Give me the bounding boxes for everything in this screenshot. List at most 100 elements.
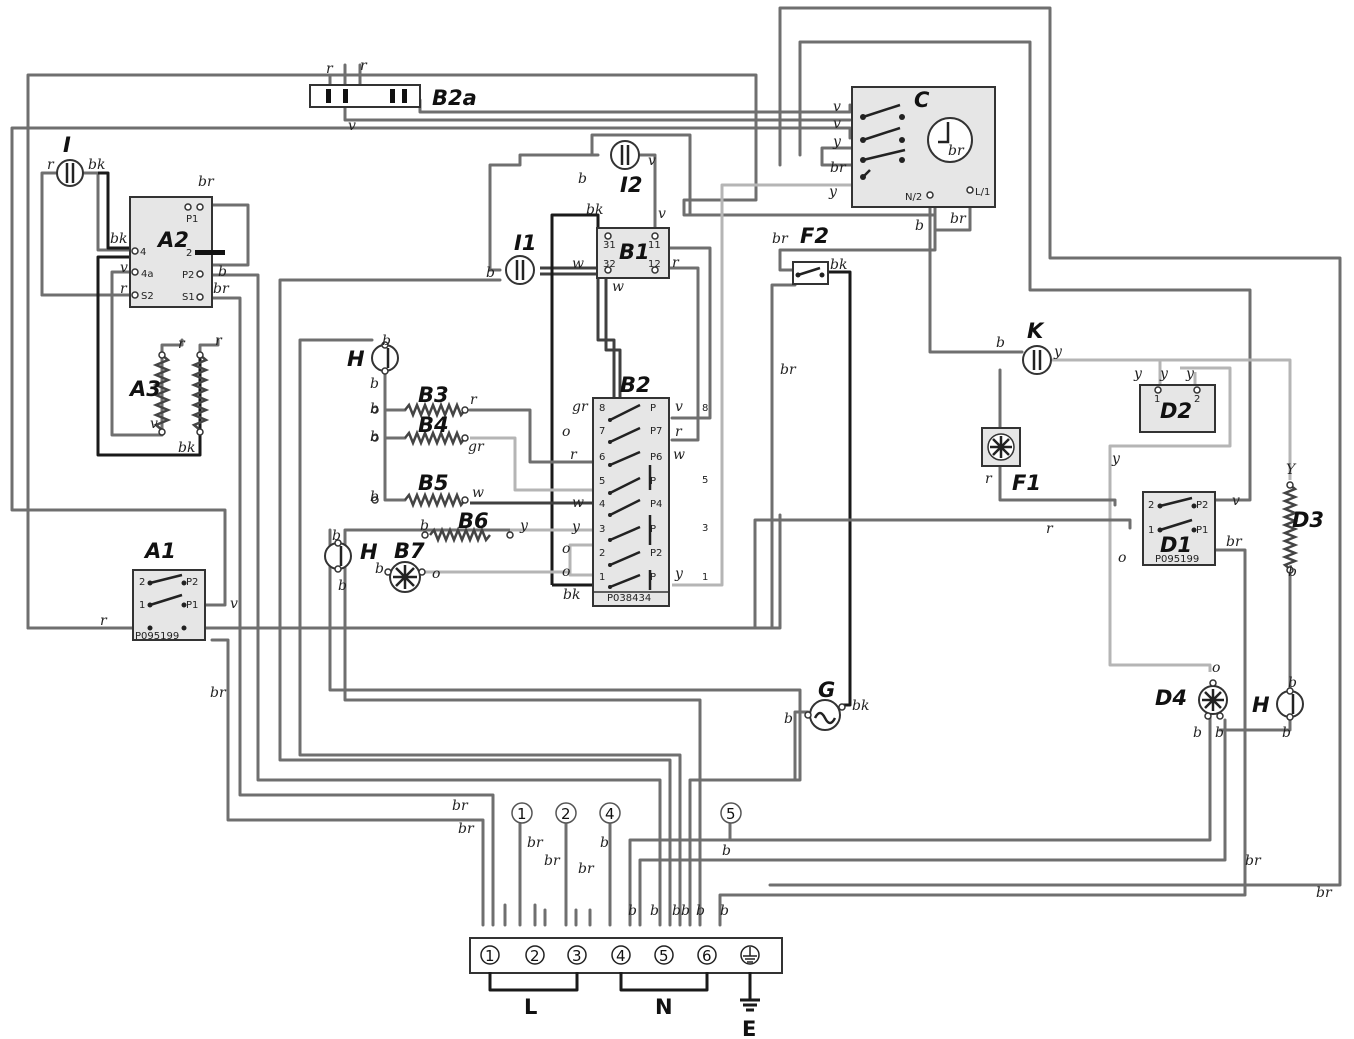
wire-label: gr [572, 399, 589, 415]
wire-label: br [213, 281, 230, 297]
terminal-block: 1 2 3 4 5 6 L N E [469, 937, 783, 1039]
a1-model: P095199 [135, 631, 179, 642]
wire-label: o [1212, 660, 1220, 676]
wire-label: b [628, 903, 637, 919]
d1-pin-p2: P2 [1196, 500, 1208, 511]
component-i: I [56, 133, 84, 187]
label-k: K [1027, 319, 1045, 343]
wire-label: br [198, 174, 215, 190]
wire-label: y [674, 566, 684, 582]
a2-pin-2: 2 [186, 248, 192, 259]
wire-label-c-br: br [948, 143, 965, 159]
d1-model: P095199 [1155, 554, 1199, 565]
d1-pin-2: 2 [1148, 500, 1154, 511]
wire-label: bb [672, 903, 690, 919]
wire-label: b [486, 265, 495, 281]
callouts: 1 2 4 5 [511, 802, 742, 824]
terminal-2: 2 [525, 945, 545, 965]
component-h-right: H [1252, 687, 1304, 721]
label-f1: F1 [1012, 471, 1041, 495]
b2-pin-6: 6 [599, 452, 605, 463]
svg-text:4: 4 [616, 947, 626, 965]
b2-pin-3: 3 [599, 524, 605, 535]
b2-pin-8: 8 [599, 403, 605, 414]
label-b4: B4 [418, 413, 449, 437]
b2-pin-p2: P2 [650, 548, 662, 559]
wire-label: y [1185, 366, 1195, 382]
c-pin-n2: N/2 [905, 192, 922, 203]
wire-label: o [562, 564, 570, 580]
wire-label: v [833, 99, 841, 115]
wire-label: r [672, 255, 680, 271]
label-d4: D4 [1155, 686, 1187, 710]
component-b3: B3 [371, 383, 469, 419]
b1-pin-31: 31 [603, 240, 616, 251]
wire-label: r [360, 58, 368, 74]
component-i2: I2 [610, 140, 642, 197]
wire-label: b [915, 218, 924, 234]
wire-label: r [675, 424, 683, 440]
b1-pin-12: 12 [648, 259, 661, 270]
wire-label: b [650, 903, 659, 919]
wire-label: b [338, 578, 347, 594]
wire-label: gr [468, 439, 485, 455]
wire-label: r [985, 471, 993, 487]
b2-ext-5: 5 [702, 475, 708, 486]
wire-label: r [1046, 521, 1054, 537]
wire-label: b [722, 843, 731, 859]
a2-pin-4: 4 [140, 247, 146, 258]
wire-label: v [1232, 493, 1240, 509]
b2-ext-8: 8 [702, 403, 708, 414]
label-d1: D1 [1160, 533, 1192, 557]
wire-label: w [472, 485, 484, 501]
wire-label: bk [178, 440, 195, 456]
callout-1: 1 [511, 802, 533, 824]
wire-label: w [572, 495, 584, 511]
wire-label: b [600, 835, 609, 851]
wire-label: b [218, 264, 227, 280]
label-f2: F2 [800, 224, 829, 248]
label-c: C [914, 88, 930, 112]
wire-label: w [673, 447, 685, 463]
terminal-1: 1 [480, 945, 500, 965]
wire-label: b [1282, 725, 1291, 741]
component-g: G [804, 678, 846, 731]
component-h-top: H [347, 341, 399, 375]
wire-label: v [348, 118, 356, 134]
label-a2: A2 [156, 228, 189, 252]
wire-label: br [210, 685, 227, 701]
wire-label: w [612, 279, 624, 295]
component-f1: F1 [981, 427, 1041, 495]
label-i2: I2 [620, 173, 642, 197]
svg-text:2: 2 [530, 947, 540, 965]
wire-label: y [1053, 344, 1063, 360]
component-a3: A3 [128, 351, 210, 436]
wire-label: bk [88, 157, 105, 173]
b2-pin-2: 2 [599, 548, 605, 559]
wire-label: b [696, 903, 705, 919]
a1-pin-1: 1 [139, 600, 145, 611]
b2-pin-1: 1 [599, 572, 605, 583]
wire-label: bk [563, 587, 580, 603]
wire-label: b [370, 376, 379, 392]
label-b6: B6 [458, 509, 489, 533]
b2-pin-7: 7 [599, 426, 605, 437]
b2-pin-p1: P [650, 572, 656, 583]
terminal-6: 6 [697, 945, 717, 965]
b2-pin-p3: P [650, 524, 656, 535]
wire-label: Y [1286, 462, 1297, 478]
b2-pin-p5: P [650, 476, 656, 487]
wire-label: b [332, 528, 341, 544]
b2-pin-4: 4 [599, 499, 605, 510]
terminal-5: 5 [654, 945, 674, 965]
wire-label: y [1159, 366, 1169, 382]
label-h-right: H [1252, 693, 1270, 717]
label-e: E [742, 1017, 756, 1039]
wire-label: b [1288, 675, 1297, 691]
label-b2a: B2a [432, 86, 477, 110]
wire-label: v [833, 116, 841, 132]
label-h-mid: H [360, 540, 378, 564]
wire-label: r [100, 613, 108, 629]
wire-label: y [1133, 366, 1143, 382]
